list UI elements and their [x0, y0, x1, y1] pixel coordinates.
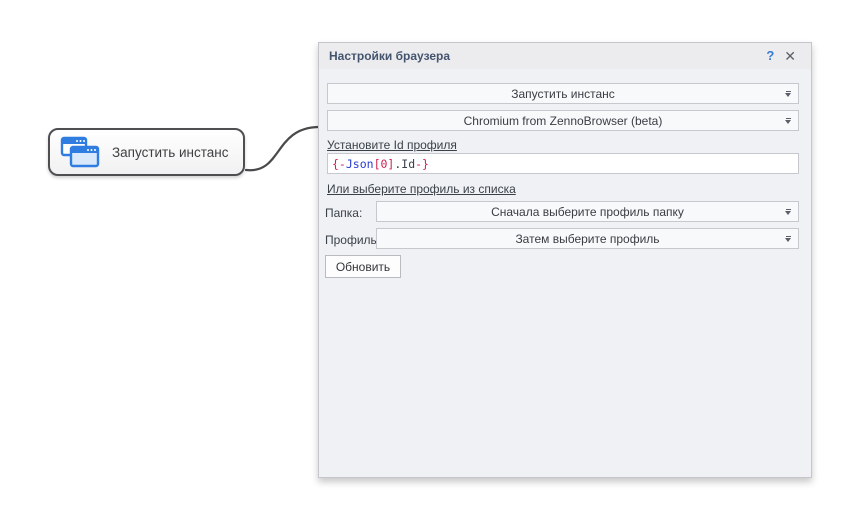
panel-header: Настройки браузера ? ✕: [319, 43, 811, 69]
browser-dropdown-value: Chromium from ZennoBrowser (beta): [463, 113, 663, 128]
action-dropdown[interactable]: Запустить инстанс: [327, 83, 799, 104]
flow-node-label: Запустить инстанс: [112, 144, 229, 160]
browser-settings-panel: Настройки браузера ? ✕ Запустить инстанс…: [318, 42, 812, 478]
folder-label: Папка:: [325, 206, 363, 220]
flow-node-launch-instance[interactable]: Запустить инстанс: [48, 128, 245, 176]
folder-dropdown-value: Сначала выберите профиль папку: [491, 204, 684, 219]
profile-label: Профиль:: [325, 233, 381, 247]
chevron-down-icon: [785, 208, 792, 215]
close-button[interactable]: ✕: [784, 48, 796, 64]
profile-dropdown[interactable]: Затем выберите профиль: [376, 228, 799, 249]
browser-windows-icon: [60, 136, 100, 168]
profile-id-label: Установите Id профиля: [327, 138, 457, 152]
refresh-button[interactable]: Обновить: [325, 255, 401, 278]
chevron-down-icon: [785, 117, 792, 124]
chevron-down-icon: [785, 235, 792, 242]
help-button[interactable]: ?: [766, 48, 775, 63]
profile-list-label: Или выберите профиль из списка: [327, 182, 516, 196]
profile-dropdown-value: Затем выберите профиль: [515, 231, 660, 246]
chevron-down-icon: [785, 90, 792, 97]
profile-id-input[interactable]: {-Json[0].Id-}: [327, 153, 799, 174]
action-dropdown-value: Запустить инстанс: [511, 86, 615, 101]
panel-title: Настройки браузера: [329, 49, 451, 63]
browser-dropdown[interactable]: Chromium from ZennoBrowser (beta): [327, 110, 799, 131]
folder-dropdown[interactable]: Сначала выберите профиль папку: [376, 201, 799, 222]
